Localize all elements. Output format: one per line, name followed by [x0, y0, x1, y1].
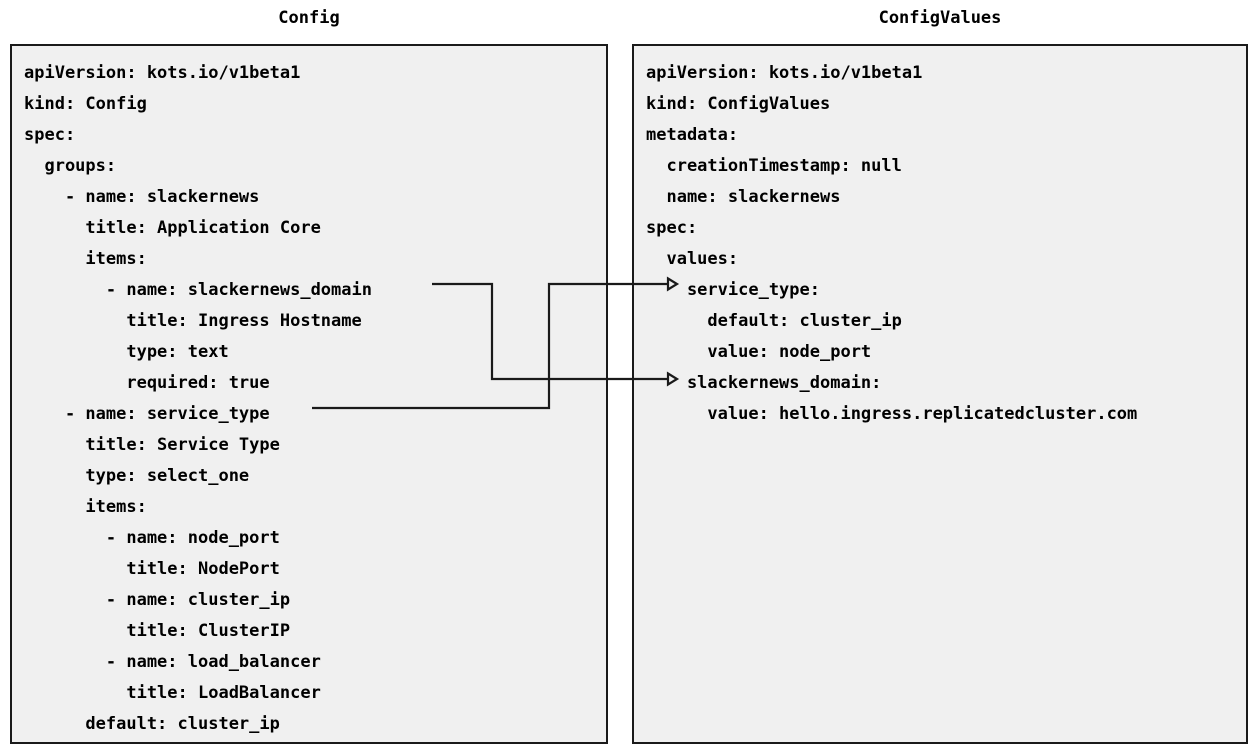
config-yaml-code: apiVersion: kots.io/v1beta1 kind: Config… — [24, 63, 372, 734]
panel-title-config: Config — [278, 8, 340, 28]
config-yaml-panel: apiVersion: kots.io/v1beta1 kind: Config… — [10, 44, 608, 744]
configvalues-yaml-code: apiVersion: kots.io/v1beta1 kind: Config… — [646, 63, 1138, 424]
configvalues-yaml-panel: apiVersion: kots.io/v1beta1 kind: Config… — [632, 44, 1248, 744]
panel-title-configvalues: ConfigValues — [878, 8, 1002, 28]
